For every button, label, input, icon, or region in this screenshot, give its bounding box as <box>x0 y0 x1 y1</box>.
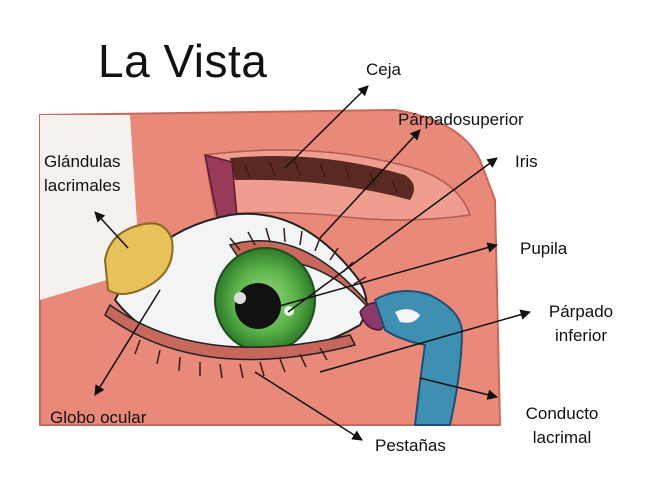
label-pupila: Pupila <box>520 239 568 258</box>
label-conducto-line2: lacrimal <box>532 428 592 447</box>
label-iris: Iris <box>515 152 538 171</box>
lower-lashes <box>134 339 328 379</box>
pointer-lines <box>94 85 532 441</box>
pointer-pestanas <box>254 371 363 441</box>
pointer-pupila <box>257 242 499 313</box>
label-parpado-superior: Párpadosuperior <box>398 110 524 129</box>
label-parpado-inferior-line2: inferior <box>555 326 607 345</box>
lower-eyelid <box>104 303 357 361</box>
eyebrow-hairs <box>244 160 398 194</box>
label-glandulas-line2: lacrimales <box>44 176 121 195</box>
duct-opening <box>395 309 420 323</box>
pupil-highlight <box>234 292 246 304</box>
label-pestanas: Pestañas <box>375 436 446 455</box>
pointer-globo-ocular <box>94 289 161 396</box>
label-glandulas-line1: Glándulas <box>44 152 121 171</box>
upper-lashes <box>229 227 367 285</box>
pointer-ceja <box>284 85 369 169</box>
pupil-shape <box>235 283 281 329</box>
pointer-parpado-superior <box>319 129 421 239</box>
label-ceja: Ceja <box>366 60 401 79</box>
label-globo-ocular: Globo ocular <box>50 408 147 427</box>
label-conducto-line1: Conducto <box>525 404 599 423</box>
label-glandulas: Glándulas lacrimales <box>44 150 121 198</box>
page-title: La Vista <box>98 35 268 87</box>
pointer-conducto <box>419 377 499 400</box>
label-conducto-lacrimal: Conducto lacrimal <box>512 402 612 450</box>
label-parpado-inferior-line1: Párpado <box>548 302 614 321</box>
pointer-glandulas <box>94 211 129 249</box>
label-parpado-inferior: Párpado inferior <box>536 300 626 348</box>
eyebrow <box>230 156 414 200</box>
pointer-parpado-inferior <box>319 309 532 373</box>
pointer-iris <box>287 157 498 313</box>
